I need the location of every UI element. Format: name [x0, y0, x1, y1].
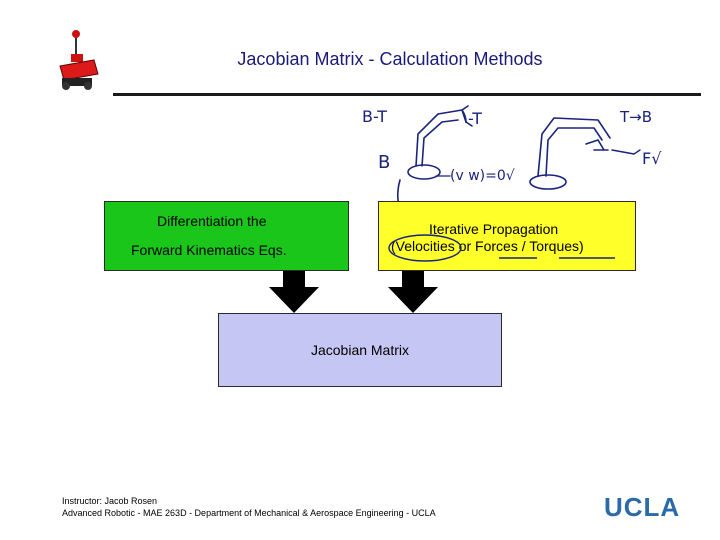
- slide-title: Jacobian Matrix - Calculation Methods: [237, 49, 543, 69]
- robot-logo-icon: [59, 30, 99, 90]
- forward-kinematics-line2: Forward Kinematics Eqs.: [131, 242, 287, 258]
- down-arrow-icon: [388, 271, 438, 313]
- sketch-label-right-top: T→B: [619, 108, 652, 126]
- iterative-propagation-line1: Iterative Propagation: [429, 221, 559, 237]
- iterative-propagation-box: Iterative Propagation (Velocities or For…: [378, 201, 636, 271]
- title-divider: [113, 93, 701, 96]
- ucla-logo: UCLA: [604, 492, 681, 522]
- iterative-propagation-line2: (Velocities or Forces / Torques): [391, 238, 584, 254]
- handwritten-circle-annotation: [388, 234, 615, 262]
- sketch-label-left-base: B: [378, 152, 390, 173]
- jacobian-matrix-label: Jacobian Matrix: [310, 341, 410, 358]
- sketch-label-left-eq: (v w)=0√: [450, 168, 515, 184]
- handwritten-sketch: B-T -T B (v w)=0√ T→B F√: [362, 105, 662, 251]
- forward-kinematics-line1: Differentiation the: [157, 213, 267, 229]
- footer-instructor: Instructor: Jacob Rosen: [62, 496, 158, 506]
- down-arrow-icon: [269, 271, 319, 313]
- sketch-label-right-eq: F√: [642, 149, 662, 168]
- sketch-label-left-top: B-T: [362, 107, 387, 126]
- forward-kinematics-box: Differentiation the Forward Kinematics E…: [104, 201, 349, 271]
- sketch-label-left-mid: -T: [468, 109, 482, 128]
- footer-course: Advanced Robotic - MAE 263D - Department…: [62, 508, 436, 518]
- jacobian-matrix-box: Jacobian Matrix: [218, 313, 502, 387]
